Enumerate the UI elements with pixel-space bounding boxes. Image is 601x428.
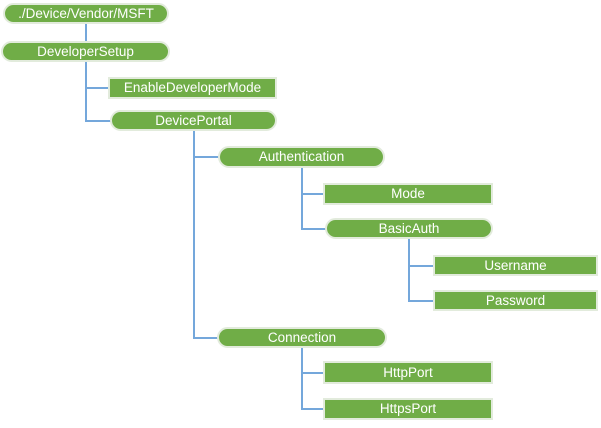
connector-vertical-line — [85, 62, 87, 122]
connector-horizontal-line — [194, 337, 218, 339]
tree-node-label: Mode — [391, 186, 425, 202]
tree-node-basicauth: BasicAuth — [325, 218, 493, 239]
tree-node-label: Connection — [267, 329, 337, 345]
tree-node-label: Password — [485, 292, 546, 308]
connector-horizontal-line — [302, 372, 324, 374]
tree-node-username: Username — [433, 255, 598, 276]
tree-node-label: BasicAuth — [378, 220, 440, 236]
tree-node-enabledevelopermode: EnableDeveloperMode — [108, 77, 277, 99]
tree-node-label: HttpsPort — [379, 401, 437, 417]
tree-node-deviceportal: DevicePortal — [110, 110, 277, 131]
connector-vertical-line — [301, 348, 303, 410]
tree-node-label: Username — [484, 257, 547, 273]
connector-vertical-line — [408, 239, 410, 302]
tree-node-password: Password — [433, 290, 598, 311]
connector-vertical-line — [85, 24, 87, 41]
tree-node-httpsport: HttpsPort — [323, 398, 493, 420]
tree-node-root: ./Device/Vendor/MSFT — [3, 3, 169, 24]
connector-horizontal-line — [302, 193, 324, 195]
tree-node-label: EnableDeveloperMode — [123, 80, 262, 96]
connector-horizontal-line — [302, 408, 324, 410]
tree-node-developersetup: DeveloperSetup — [1, 41, 170, 62]
connector-horizontal-line — [86, 120, 111, 122]
tree-node-httpport: HttpPort — [323, 361, 493, 384]
connector-vertical-line — [301, 168, 303, 230]
tree-node-mode: Mode — [323, 183, 493, 205]
tree-node-label: DevicePortal — [155, 112, 232, 128]
connector-horizontal-line — [86, 87, 109, 89]
tree-node-connection: Connection — [217, 327, 387, 348]
connector-horizontal-line — [302, 228, 326, 230]
tree-node-label: DeveloperSetup — [37, 43, 134, 59]
tree-node-label: HttpPort — [383, 364, 433, 380]
tree-node-authentication: Authentication — [218, 146, 385, 168]
connector-horizontal-line — [194, 156, 219, 158]
tree-node-label: Authentication — [258, 149, 345, 165]
connector-vertical-line — [193, 131, 195, 339]
connector-horizontal-line — [409, 300, 434, 302]
connector-horizontal-line — [409, 265, 434, 267]
tree-node-label: ./Device/Vendor/MSFT — [18, 5, 154, 21]
